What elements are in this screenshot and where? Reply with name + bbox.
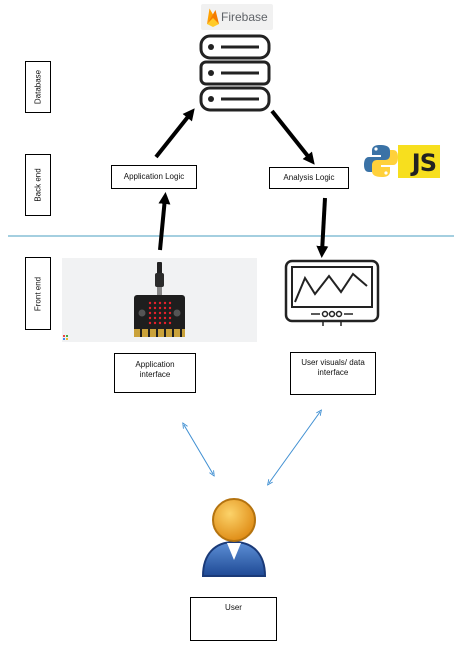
arrow-user-app-interface	[184, 425, 213, 474]
layer-label-database: Database	[25, 61, 51, 113]
user-box: User	[190, 597, 277, 641]
firebase-flame-icon	[207, 8, 219, 27]
arrow-user-visuals	[269, 412, 320, 483]
microbit-device-image	[62, 258, 257, 342]
application-interface-box: Application interface	[114, 353, 196, 393]
firebase-logo: Firebase	[201, 4, 273, 30]
user-label: User	[225, 603, 242, 612]
firebase-logo-text: Firebase	[221, 10, 268, 24]
layer-label-frontend: Front end	[25, 257, 51, 330]
arrow-app-logic-to-database	[154, 108, 195, 159]
python-logo-icon	[364, 145, 398, 177]
monitor-chart-icon	[284, 259, 380, 326]
analysis-logic-box: Analysis Logic	[269, 167, 349, 189]
database-server-icon	[199, 34, 271, 112]
javascript-logo-text: JS	[411, 149, 437, 177]
application-logic-box: Application Logic	[111, 165, 197, 189]
application-logic-label: Application Logic	[123, 172, 185, 181]
microbit-icon	[63, 262, 185, 340]
user-visuals-label-line2: interface	[317, 368, 349, 377]
user-avatar-icon	[201, 498, 267, 577]
application-interface-label-line2: interface	[139, 370, 171, 379]
analysis-logic-label: Analysis Logic	[283, 173, 335, 182]
user-visuals-label-line1: User visuals/ data	[301, 358, 365, 367]
layer-label-backend: Back end	[25, 154, 51, 216]
arrow-database-to-analysis-logic	[270, 109, 315, 165]
user-visuals-box: User visuals/ data interface	[290, 352, 376, 395]
arrow-app-interface-to-app-logic	[158, 192, 171, 251]
arrow-analysis-logic-to-visuals	[316, 197, 329, 258]
application-interface-label-line1: Application	[135, 360, 175, 369]
javascript-logo: JS	[398, 145, 440, 178]
